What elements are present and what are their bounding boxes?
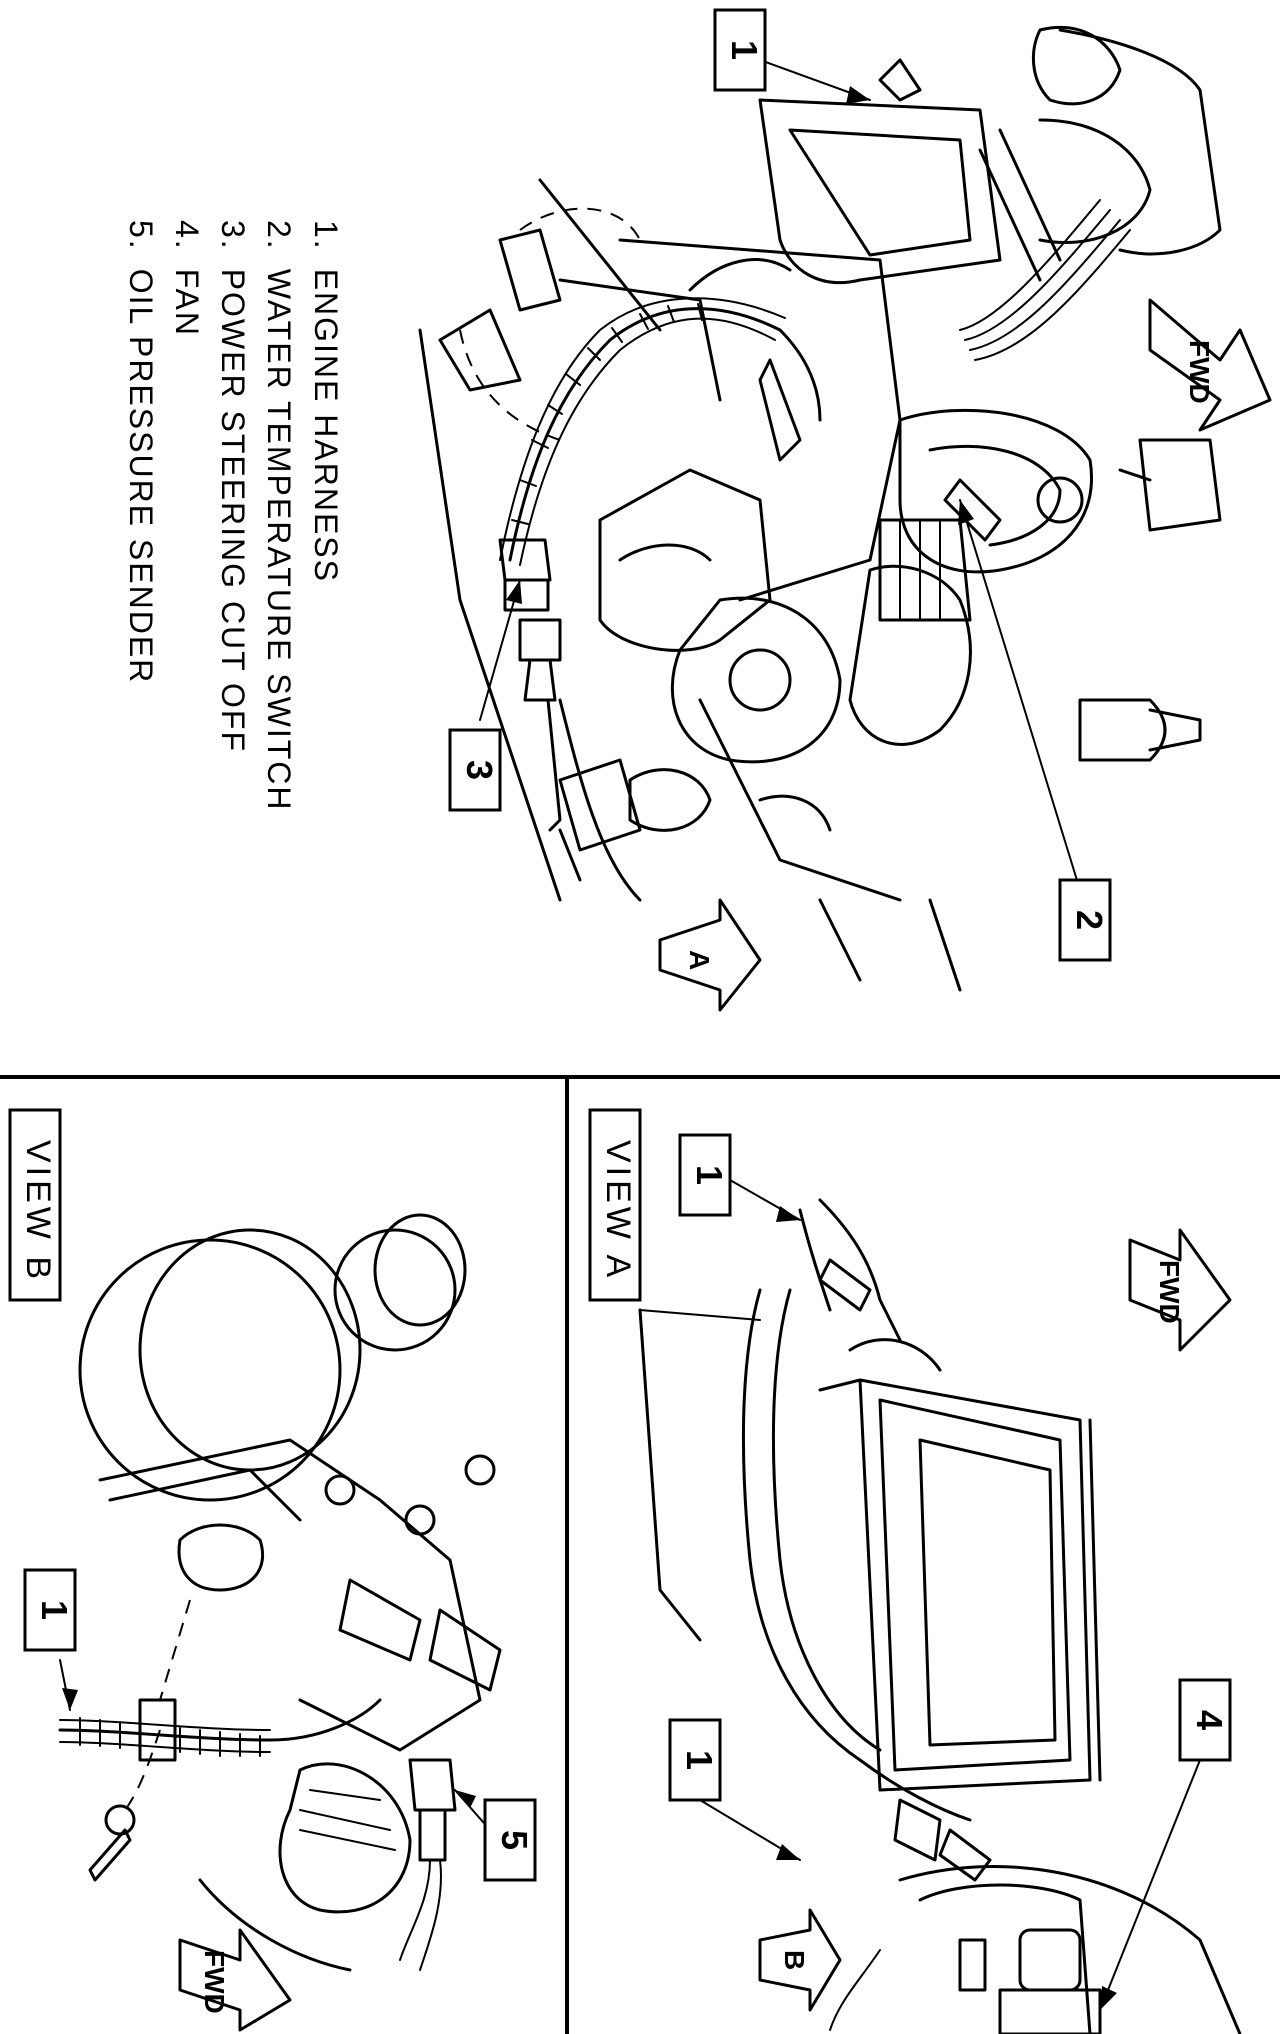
view-a-title-box: [588, 1108, 642, 1302]
fwd-label-view-a: FWD: [1154, 1260, 1185, 1324]
legend-item-3: 3.POWER STEERING CUT OFF: [215, 220, 251, 753]
callout-main-2: 2: [958, 499, 1112, 962]
ref-arrow-b: B: [758, 1908, 842, 2012]
ref-label-b: B: [779, 1950, 810, 1970]
callout-main-1: 1: [713, 8, 871, 104]
legend-item-2: 2.WATER TEMPERATURE SWITCH: [261, 220, 297, 812]
callout-view-a-4: 4: [1099, 1678, 1232, 2011]
svg-text:1: 1: [34, 1600, 75, 1620]
ref-arrow-a: A: [658, 898, 762, 1012]
legend-item-5: 5.OIL PRESSURE SENDER: [123, 220, 159, 684]
svg-text:1: 1: [724, 40, 765, 60]
legend: 1.ENGINE HARNESS 2.WATER TEMPERATURE SWI…: [123, 220, 344, 812]
callout-view-b-1: 1: [23, 1568, 78, 1711]
view-b-title-box: [8, 1108, 62, 1302]
legend-item-1: 1.ENGINE HARNESS: [308, 220, 344, 583]
legend-item-4: 4.FAN: [169, 220, 205, 337]
callout-view-a-1-bottom: 1: [668, 1718, 801, 1861]
svg-text:3: 3: [459, 760, 500, 780]
svg-text:2: 2: [1069, 910, 1110, 930]
ref-label-a: A: [684, 950, 715, 970]
view-b-title: VIEW B: [19, 1140, 57, 1283]
view-b-panel: VIEW B: [8, 1108, 502, 1972]
svg-text:1: 1: [679, 1750, 720, 1770]
main-engine-illustration: [418, 25, 1222, 992]
fwd-label-view-b: FWD: [199, 1950, 230, 2014]
fwd-arrow-main: FWD: [1148, 298, 1272, 432]
view-a-panel: VIEW A: [588, 1108, 1242, 2034]
fwd-arrow-view-a: FWD: [1128, 1228, 1232, 1352]
callout-main-3: 3: [448, 579, 522, 812]
svg-text:4: 4: [1189, 1710, 1230, 1730]
callout-view-b-5: 5: [454, 1789, 537, 1882]
svg-text:5: 5: [494, 1830, 535, 1850]
fwd-label-main: FWD: [1184, 340, 1215, 404]
svg-text:1: 1: [689, 1165, 730, 1185]
fwd-arrow-view-b: FWD: [178, 1928, 292, 2032]
callout-view-a-1-top: 1: [678, 1133, 801, 1222]
view-a-title: VIEW A: [599, 1140, 637, 1281]
